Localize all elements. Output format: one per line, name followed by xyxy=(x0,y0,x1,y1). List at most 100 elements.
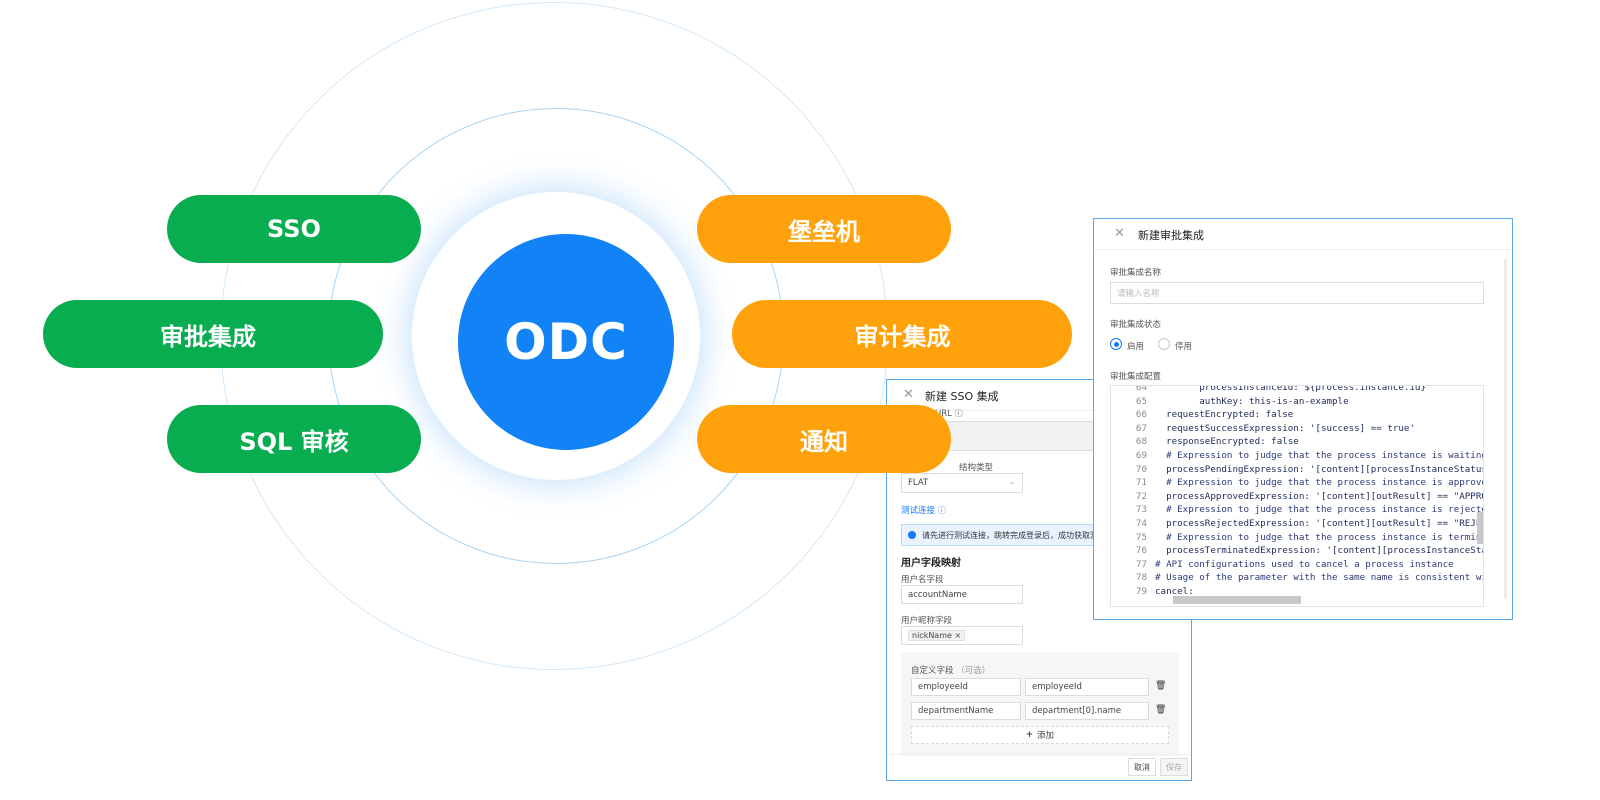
line-number: 78 xyxy=(1135,572,1147,584)
code-text: processApprovedExpression: '[content][ou… xyxy=(1155,490,1484,502)
radio-dot-icon xyxy=(1113,341,1119,347)
approval-name-label: 审批集成名称 xyxy=(1110,268,1162,278)
sso-test-connection-link[interactable]: 测试连接 ⓘ xyxy=(901,506,946,516)
line-number: 73 xyxy=(1135,504,1147,516)
code-line: 70 processPendingExpression: '[content][… xyxy=(1111,463,1484,477)
odc-core-circle: ODC xyxy=(458,234,674,450)
sso-username-label: 用户名字段 xyxy=(901,575,944,585)
code-text: authKey: this-is-an-example xyxy=(1155,395,1349,407)
status-off-label[interactable]: 停用 xyxy=(1175,342,1193,352)
sso-type-label: 结构类型 xyxy=(959,463,994,473)
info-icon xyxy=(908,531,916,539)
line-number: 72 xyxy=(1135,490,1147,502)
line-number: 71 xyxy=(1135,477,1147,489)
delete-icon[interactable]: 🗑 xyxy=(1155,705,1167,715)
sso-type-value: FLAT xyxy=(908,478,929,488)
line-number: 67 xyxy=(1135,422,1147,434)
sso-username-field[interactable]: accountName xyxy=(901,585,1023,604)
pill-bastion-label: 堡垒机 xyxy=(788,217,860,246)
pill-sso-label: SSO xyxy=(267,215,321,243)
plus-icon: + xyxy=(1025,730,1034,740)
custom-field-value[interactable]: employeeId xyxy=(1025,678,1149,696)
code-text: requestSuccessExpression: '[success] == … xyxy=(1155,422,1415,434)
sso-info-banner: 请先进行测试连接，跳转完成登录后，成功获取测试 xyxy=(901,524,1111,546)
code-text: processInstanceId: ${process.instance.id… xyxy=(1155,385,1427,393)
custom-field-value[interactable]: department[0].name xyxy=(1025,702,1149,720)
code-text: requestEncrypted: false xyxy=(1155,409,1294,421)
code-text: # Usage of the parameter with the same n… xyxy=(1155,572,1484,584)
line-number: 70 xyxy=(1135,463,1147,475)
code-line: 76 processTerminatedExpression: '[conten… xyxy=(1111,544,1484,558)
code-text: # Expression to judge that the process i… xyxy=(1155,504,1484,516)
delete-icon[interactable]: 🗑 xyxy=(1155,681,1167,691)
line-number: 74 xyxy=(1135,518,1147,529)
code-text: # Expression to judge that the process i… xyxy=(1155,531,1484,543)
pill-sql-review-label: SQL 审核 xyxy=(239,427,349,456)
approval-dialog-title: 新建审批集成 xyxy=(1138,229,1204,242)
approval-dialog: ✕ 新建审批集成 审批集成名称 请输入名称 审批集成状态 启用 停用 审批集成配… xyxy=(1093,218,1513,620)
pill-notification-label: 通知 xyxy=(800,427,848,456)
pill-approval-integration[interactable]: 审批集成 xyxy=(43,300,383,368)
code-editor[interactable]: 79 cancel: 78 # Usage of the parameter with… xyxy=(1110,385,1484,607)
approval-name-placeholder: 请输入名称 xyxy=(1117,289,1160,299)
sso-dialog-header: ✕ 新建 SSO 集成 xyxy=(887,380,1191,411)
custom-field-key[interactable]: employeeId xyxy=(911,678,1021,696)
status-off-radio[interactable] xyxy=(1158,338,1170,350)
code-text: processRejectedExpression: '[content][ou… xyxy=(1155,518,1484,529)
code-line: 75 # Expression to judge that the proces… xyxy=(1111,531,1484,545)
nickname-tag: nickName × xyxy=(908,630,966,641)
line-number: 68 xyxy=(1135,436,1147,448)
code-text: cancel: xyxy=(1155,586,1194,597)
code-line: 79 cancel: xyxy=(1111,585,1194,599)
code-line: 78 # Usage of the parameter with the same… xyxy=(1111,571,1484,585)
sso-custom-label: 自定义字段 （可选） xyxy=(911,666,991,676)
code-line: 71 # Expression to judge that the proces… xyxy=(1111,476,1484,490)
code-text: processTerminatedExpression: '[content][… xyxy=(1155,545,1484,557)
pill-audit-integration[interactable]: 审计集成 xyxy=(732,300,1072,368)
sso-custom-fields-panel: 自定义字段 （可选） employeeId employeeId 🗑 depar… xyxy=(901,652,1179,756)
pill-audit-integration-label: 审计集成 xyxy=(854,322,951,351)
sso-type-select[interactable]: FLAT ⌄ xyxy=(901,473,1023,493)
approval-name-input[interactable]: 请输入名称 xyxy=(1110,282,1484,304)
cancel-button[interactable]: 取消 xyxy=(1128,758,1156,776)
chevron-down-icon: ⌄ xyxy=(1008,477,1016,487)
code-line: 65 authKey: this-is-an-example xyxy=(1111,395,1349,409)
custom-field-add-button[interactable]: +添加 xyxy=(911,726,1169,744)
pill-bastion[interactable]: 堡垒机 xyxy=(697,195,951,263)
pill-sso[interactable]: SSO xyxy=(167,195,421,263)
line-number: 79 xyxy=(1135,586,1147,597)
sso-info-text: 请先进行测试连接，跳转完成登录后，成功获取测试 xyxy=(922,531,1106,540)
sso-nickname-field[interactable]: nickName × xyxy=(901,626,1023,645)
approval-dialog-header: ✕ 新建审批集成 xyxy=(1094,219,1512,250)
add-label: 添加 xyxy=(1037,731,1055,741)
dialog-scrollbar[interactable] xyxy=(1504,259,1507,599)
horizontal-scrollbar[interactable] xyxy=(1173,596,1301,604)
line-number: 65 xyxy=(1135,395,1147,407)
sso-nickname-label: 用户昵称字段 xyxy=(901,616,953,626)
odc-label: ODC xyxy=(504,313,628,371)
approval-config-label: 审批集成配置 xyxy=(1110,372,1162,382)
status-on-label[interactable]: 启用 xyxy=(1127,342,1145,352)
nickname-tag-label: nickName xyxy=(912,631,952,640)
sso-footer-divider xyxy=(887,754,1191,755)
code-line: 73 # Expression to judge that the proces… xyxy=(1111,503,1484,517)
code-text: # Expression to judge that the process i… xyxy=(1155,477,1484,489)
approval-status-label: 审批集成状态 xyxy=(1110,320,1162,330)
help-icon[interactable]: ⓘ xyxy=(954,409,963,418)
code-line: 77# API configurations used to cancel a … xyxy=(1111,558,1454,572)
save-button[interactable]: 保存 xyxy=(1160,758,1188,776)
close-icon[interactable]: ✕ xyxy=(1114,226,1125,241)
line-number: 77 xyxy=(1135,558,1147,570)
status-on-radio[interactable] xyxy=(1110,338,1122,350)
custom-field-key[interactable]: departmentName xyxy=(911,702,1021,720)
pill-approval-integration-label: 审批集成 xyxy=(160,322,256,351)
code-line: 64 processInstanceId: ${process.instance… xyxy=(1111,385,1427,395)
sso-url-label: URL ⓘ xyxy=(935,409,963,419)
tag-close-icon[interactable]: × xyxy=(954,631,962,640)
pill-notification[interactable]: 通知 xyxy=(697,405,951,473)
code-line: 69 # Expression to judge that the proces… xyxy=(1111,449,1483,463)
vertical-scrollbar[interactable] xyxy=(1477,512,1483,544)
code-text: processPendingExpression: '[content][pro… xyxy=(1155,463,1484,475)
close-icon[interactable]: ✕ xyxy=(903,387,914,402)
pill-sql-review[interactable]: SQL 审核 xyxy=(167,405,421,473)
